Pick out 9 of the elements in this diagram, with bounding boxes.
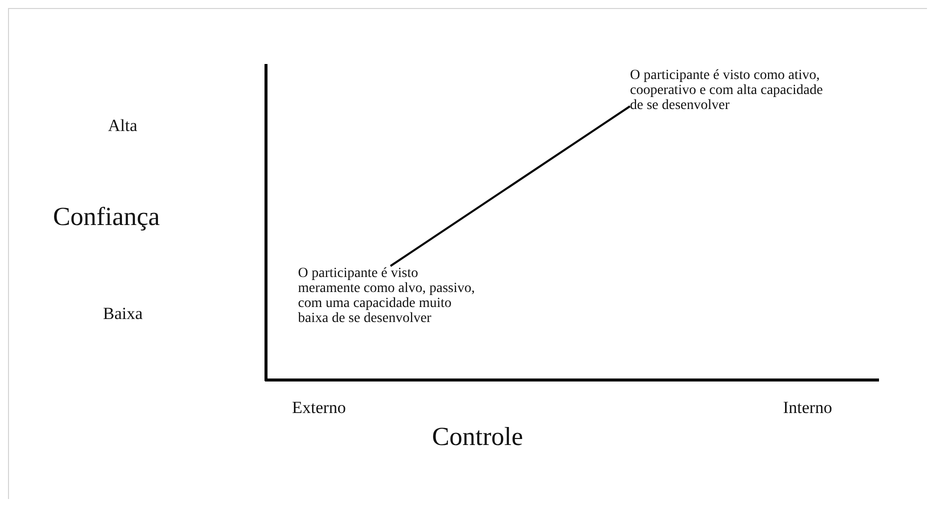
- axis-level-label: Interno: [783, 398, 832, 418]
- axis-level-label: Baixa: [103, 304, 143, 324]
- axis-title: Controle: [432, 422, 523, 452]
- axis-title: Confiança: [53, 202, 160, 232]
- axis-level-label: Alta: [108, 116, 138, 136]
- connector-line: [390, 105, 631, 267]
- description-text: O participante é visto meramente como alvo, passivo, com uma capacidade muito baixa de se desenvolver: [298, 266, 476, 326]
- axis-level-label: Externo: [292, 398, 346, 418]
- description-text: O participante é visto como ativo, cooperativo e com alta capacidade de se desenvolver: [630, 68, 824, 113]
